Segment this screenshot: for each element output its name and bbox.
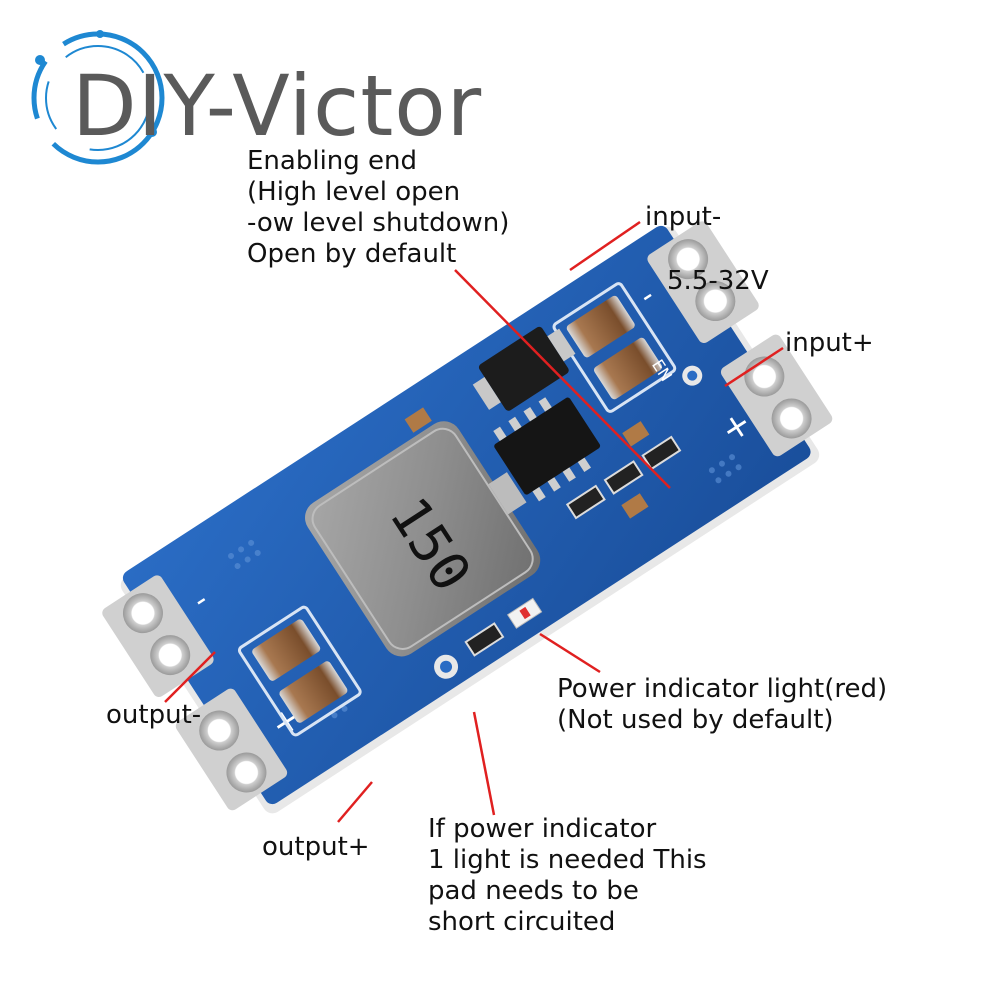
- input-voltage-label: 5.5-32V: [667, 266, 769, 296]
- pad-note-line-3: pad needs to be: [428, 876, 639, 906]
- feedback-resistors: [404, 407, 682, 657]
- leader-pad-note: [472, 711, 496, 816]
- pcb-board: - + - +: [102, 221, 833, 814]
- leader-output-plus: [337, 781, 373, 823]
- output-plus-label: output+: [262, 832, 370, 862]
- brand-name: DIY-Victor: [72, 57, 483, 155]
- power-led: [506, 597, 543, 629]
- leader-output-minus: [164, 651, 216, 703]
- pad-note-line-4: short circuited: [428, 907, 616, 937]
- leader-enable: [454, 269, 671, 489]
- enable-annotation-line-2: (High level open: [247, 177, 461, 207]
- led-short-pad: [434, 654, 459, 679]
- leader-input-minus: [569, 220, 641, 272]
- input-terminal-pads: [647, 221, 833, 457]
- input-minus-label: input-: [645, 202, 722, 232]
- input-plus-label: input+: [785, 328, 874, 358]
- power-led-annotation: Power indicator light(red) (Not used by …: [557, 674, 887, 736]
- input-capacitors: [552, 282, 677, 413]
- enable-annotation-line-1: Enabling end: [247, 146, 418, 176]
- output-capacitors: [237, 605, 362, 737]
- enable-annotation-line-4: Open by default: [247, 239, 457, 269]
- enable-annotation: Enabling end (High level open -ow level …: [247, 146, 509, 270]
- enable-annotation-line-3: -ow level shutdown): [247, 208, 510, 238]
- leader-input-plus: [724, 346, 784, 388]
- power-inductor: 150: [305, 421, 541, 657]
- leader-power-led: [539, 632, 601, 674]
- pad-note-line-2: 1 light is needed This: [428, 845, 707, 875]
- brand-logo-ring: [31, 30, 165, 165]
- pad-note-annotation: If power indicator 1 light is needed Thi…: [428, 814, 707, 938]
- pad-note-line-1: If power indicator: [428, 814, 657, 844]
- output-minus-label: output-: [106, 700, 202, 730]
- output-terminal-pads: [102, 575, 288, 811]
- regulator-ic: [493, 397, 601, 502]
- power-led-annotation-line-2: (Not used by default): [557, 705, 834, 735]
- power-led-annotation-line-1: Power indicator light(red): [557, 674, 888, 704]
- leader-lines: [164, 220, 784, 823]
- schottky-diode: [472, 326, 576, 411]
